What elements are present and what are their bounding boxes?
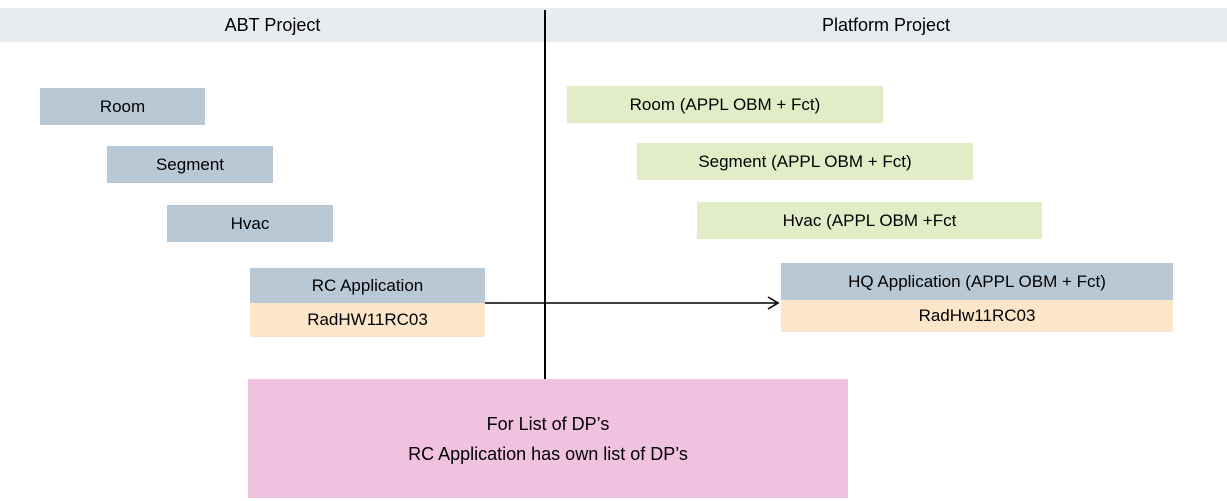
abt-radhw11rc03-box: RadHW11RC03 [250, 303, 485, 337]
header-band [0, 8, 1227, 42]
column-header-platform: Platform Project [821, 14, 951, 35]
column-divider-line [544, 10, 546, 379]
rc-to-hq-arrow [485, 296, 780, 310]
platform-segment-box: Segment (APPL OBM + Fct) [637, 143, 973, 180]
platform-radhw11rc03-box: RadHw11RC03 [781, 300, 1173, 332]
dp-note-line1: For List of DP’s [486, 413, 610, 434]
platform-hq-application-box: HQ Application (APPL OBM + Fct) [781, 263, 1173, 300]
dp-note-line2: RC Application has own list of DP’s [408, 443, 688, 464]
platform-hvac-box: Hvac (APPL OBM +Fct [697, 202, 1042, 239]
dp-note-box: For List of DP’s RC Application has own … [248, 379, 848, 498]
abt-hvac-box: Hvac [167, 205, 333, 242]
abt-room-box: Room [40, 88, 205, 125]
platform-room-box: Room (APPL OBM + Fct) [567, 86, 883, 123]
column-header-abt: ABT Project [224, 14, 321, 35]
abt-segment-box: Segment [107, 146, 273, 183]
abt-rc-application-box: RC Application [250, 268, 485, 303]
